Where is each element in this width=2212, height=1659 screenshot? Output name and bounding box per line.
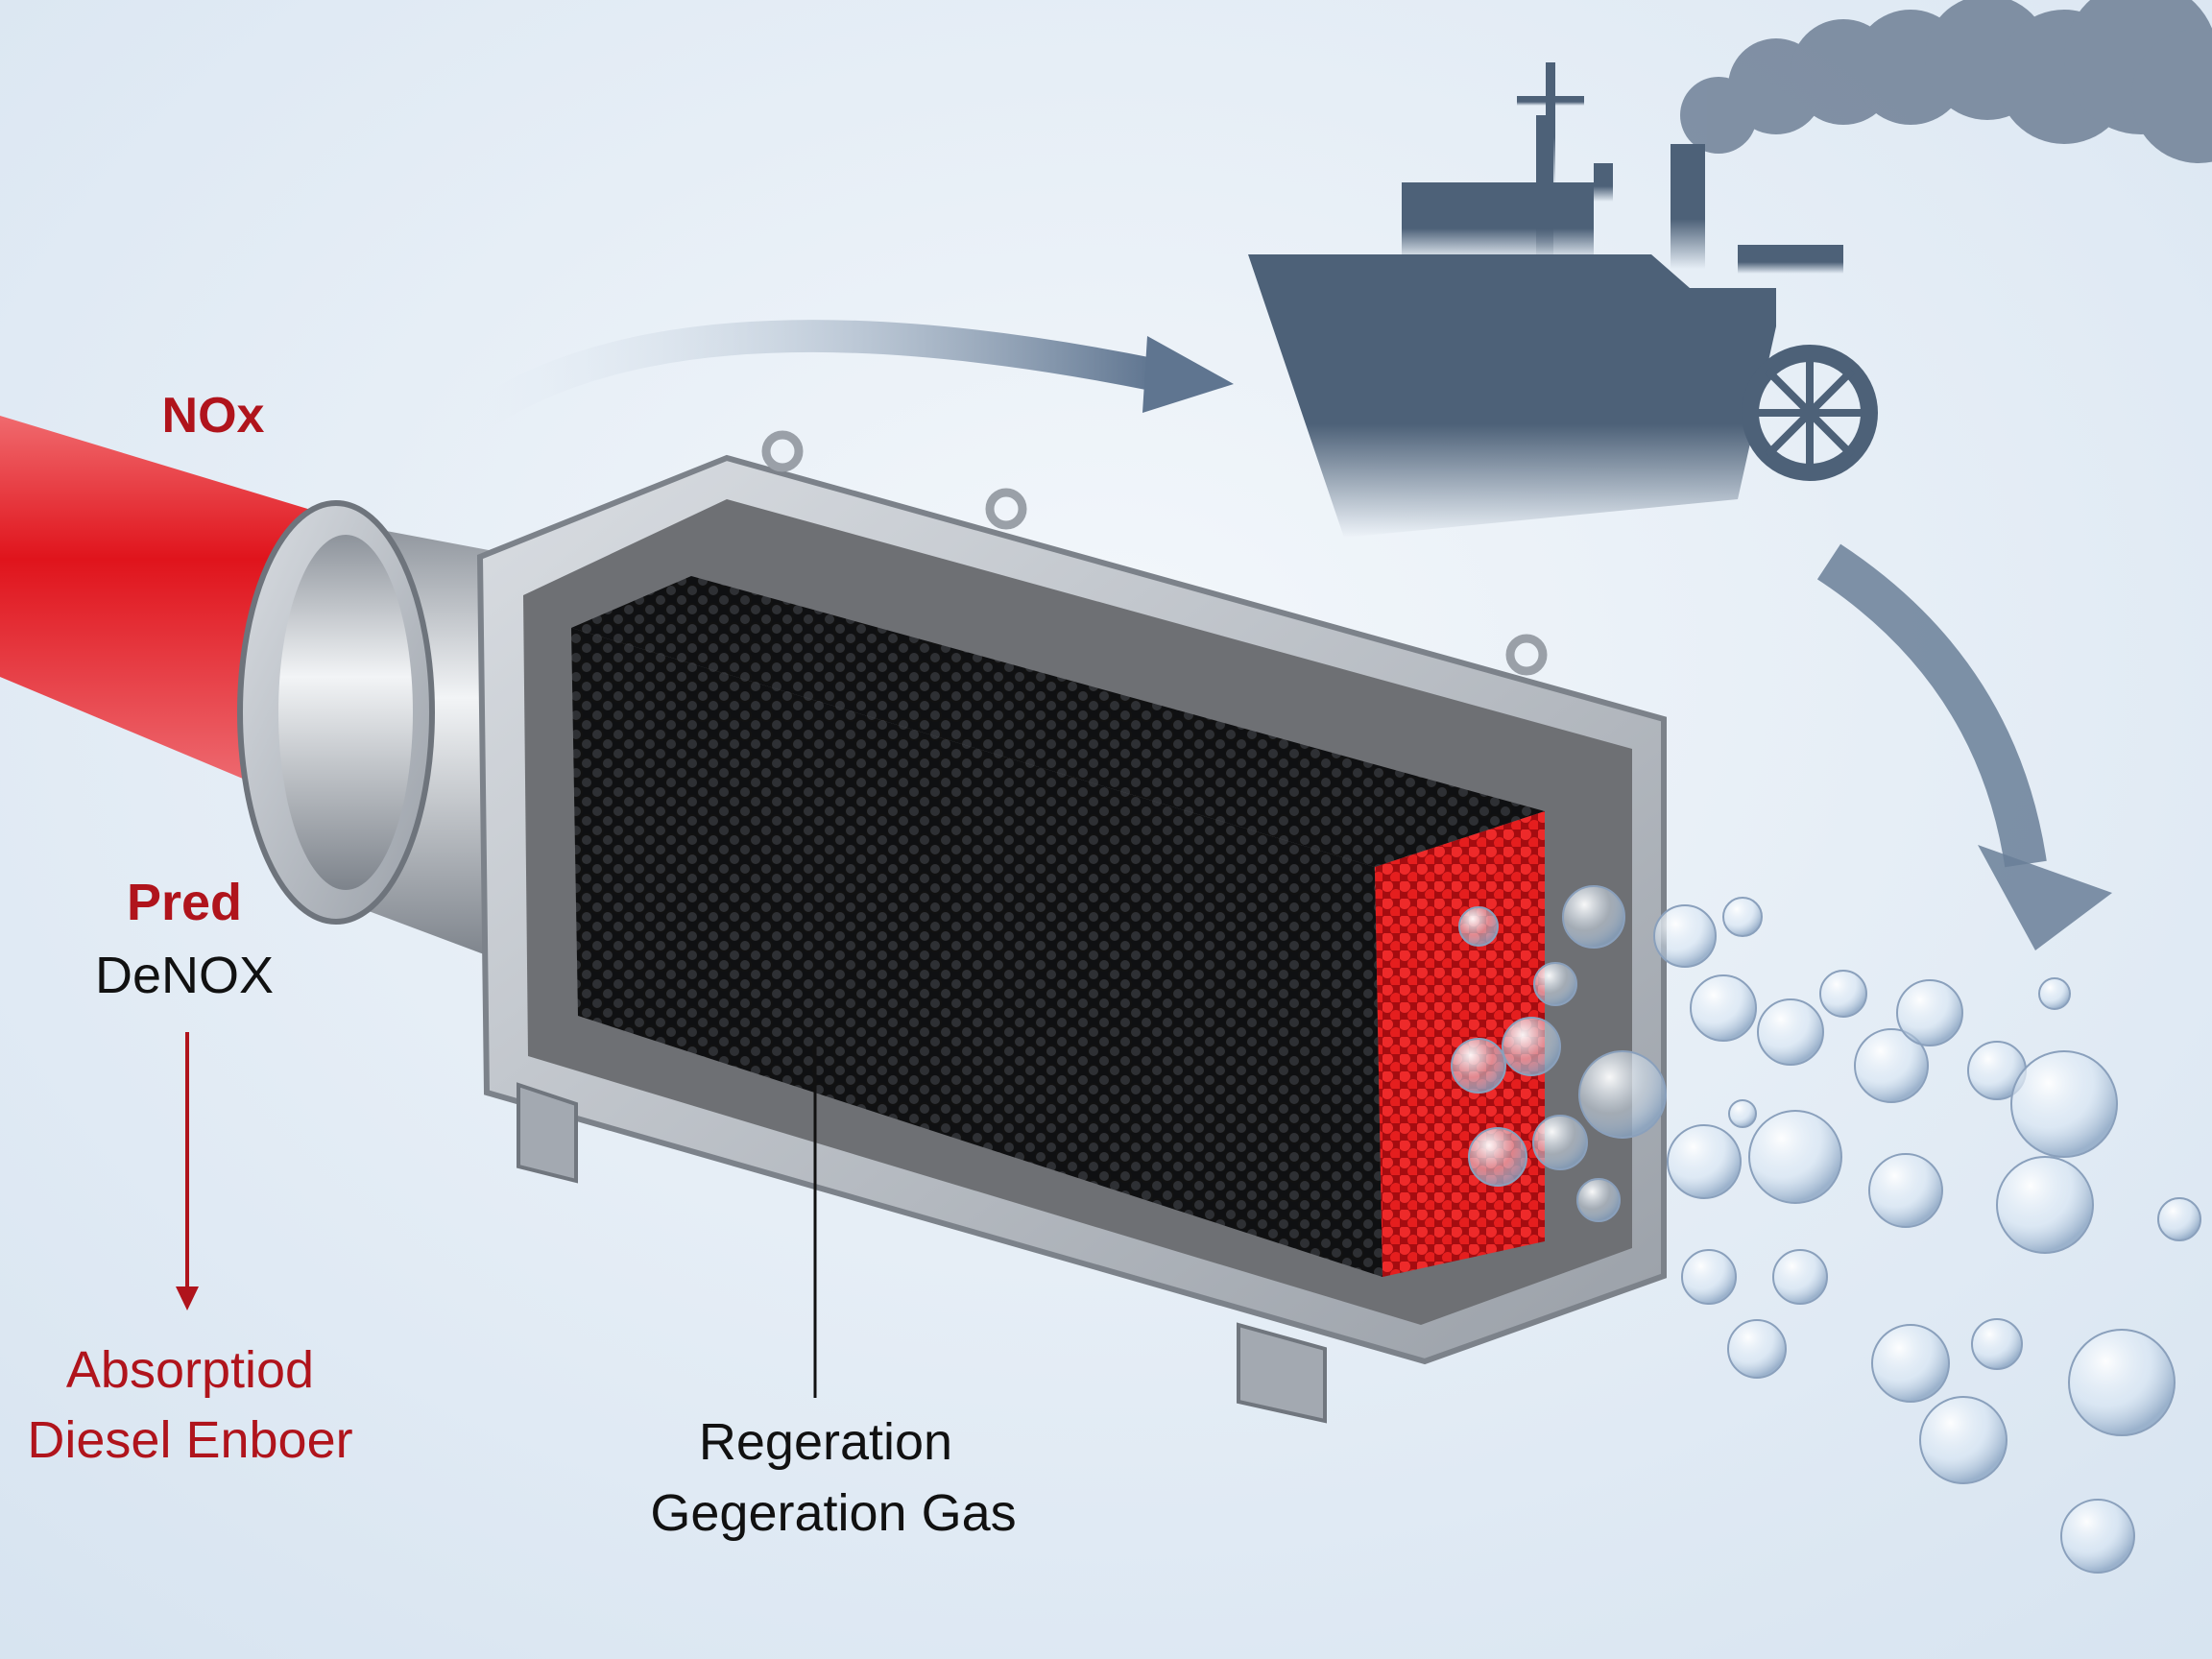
curved-arrow-icon <box>1816 543 2047 868</box>
support-foot <box>517 1082 578 1184</box>
down-arrow-head-icon <box>176 1286 199 1310</box>
curved-arrow-head-icon <box>1142 336 1234 413</box>
pred-label: Pred <box>127 874 242 931</box>
flange-inner <box>278 535 413 890</box>
honeycomb-catalyst-front <box>571 628 1382 1277</box>
lifting-lug-icon <box>761 430 1548 676</box>
absorption-label: Absorptiod <box>66 1341 314 1399</box>
curved-arrow-icon <box>461 320 1156 436</box>
regeneration-label: Regeration <box>699 1413 952 1471</box>
support-foot <box>1237 1322 1327 1424</box>
bubble-icon <box>1451 885 2201 1574</box>
smoke-cloud-icon <box>1680 0 2212 163</box>
ship-icon <box>1248 62 1878 538</box>
honeycomb-catalyst <box>571 576 1545 867</box>
nox-label: NOx <box>162 388 265 444</box>
curved-arrow-head-icon <box>1978 845 2112 950</box>
regeneration-gas-label: Gegeration Gas <box>650 1484 1016 1542</box>
diesel-engine-label: Diesel Enboer <box>27 1411 352 1469</box>
denox-label: DeNOX <box>95 947 274 1004</box>
